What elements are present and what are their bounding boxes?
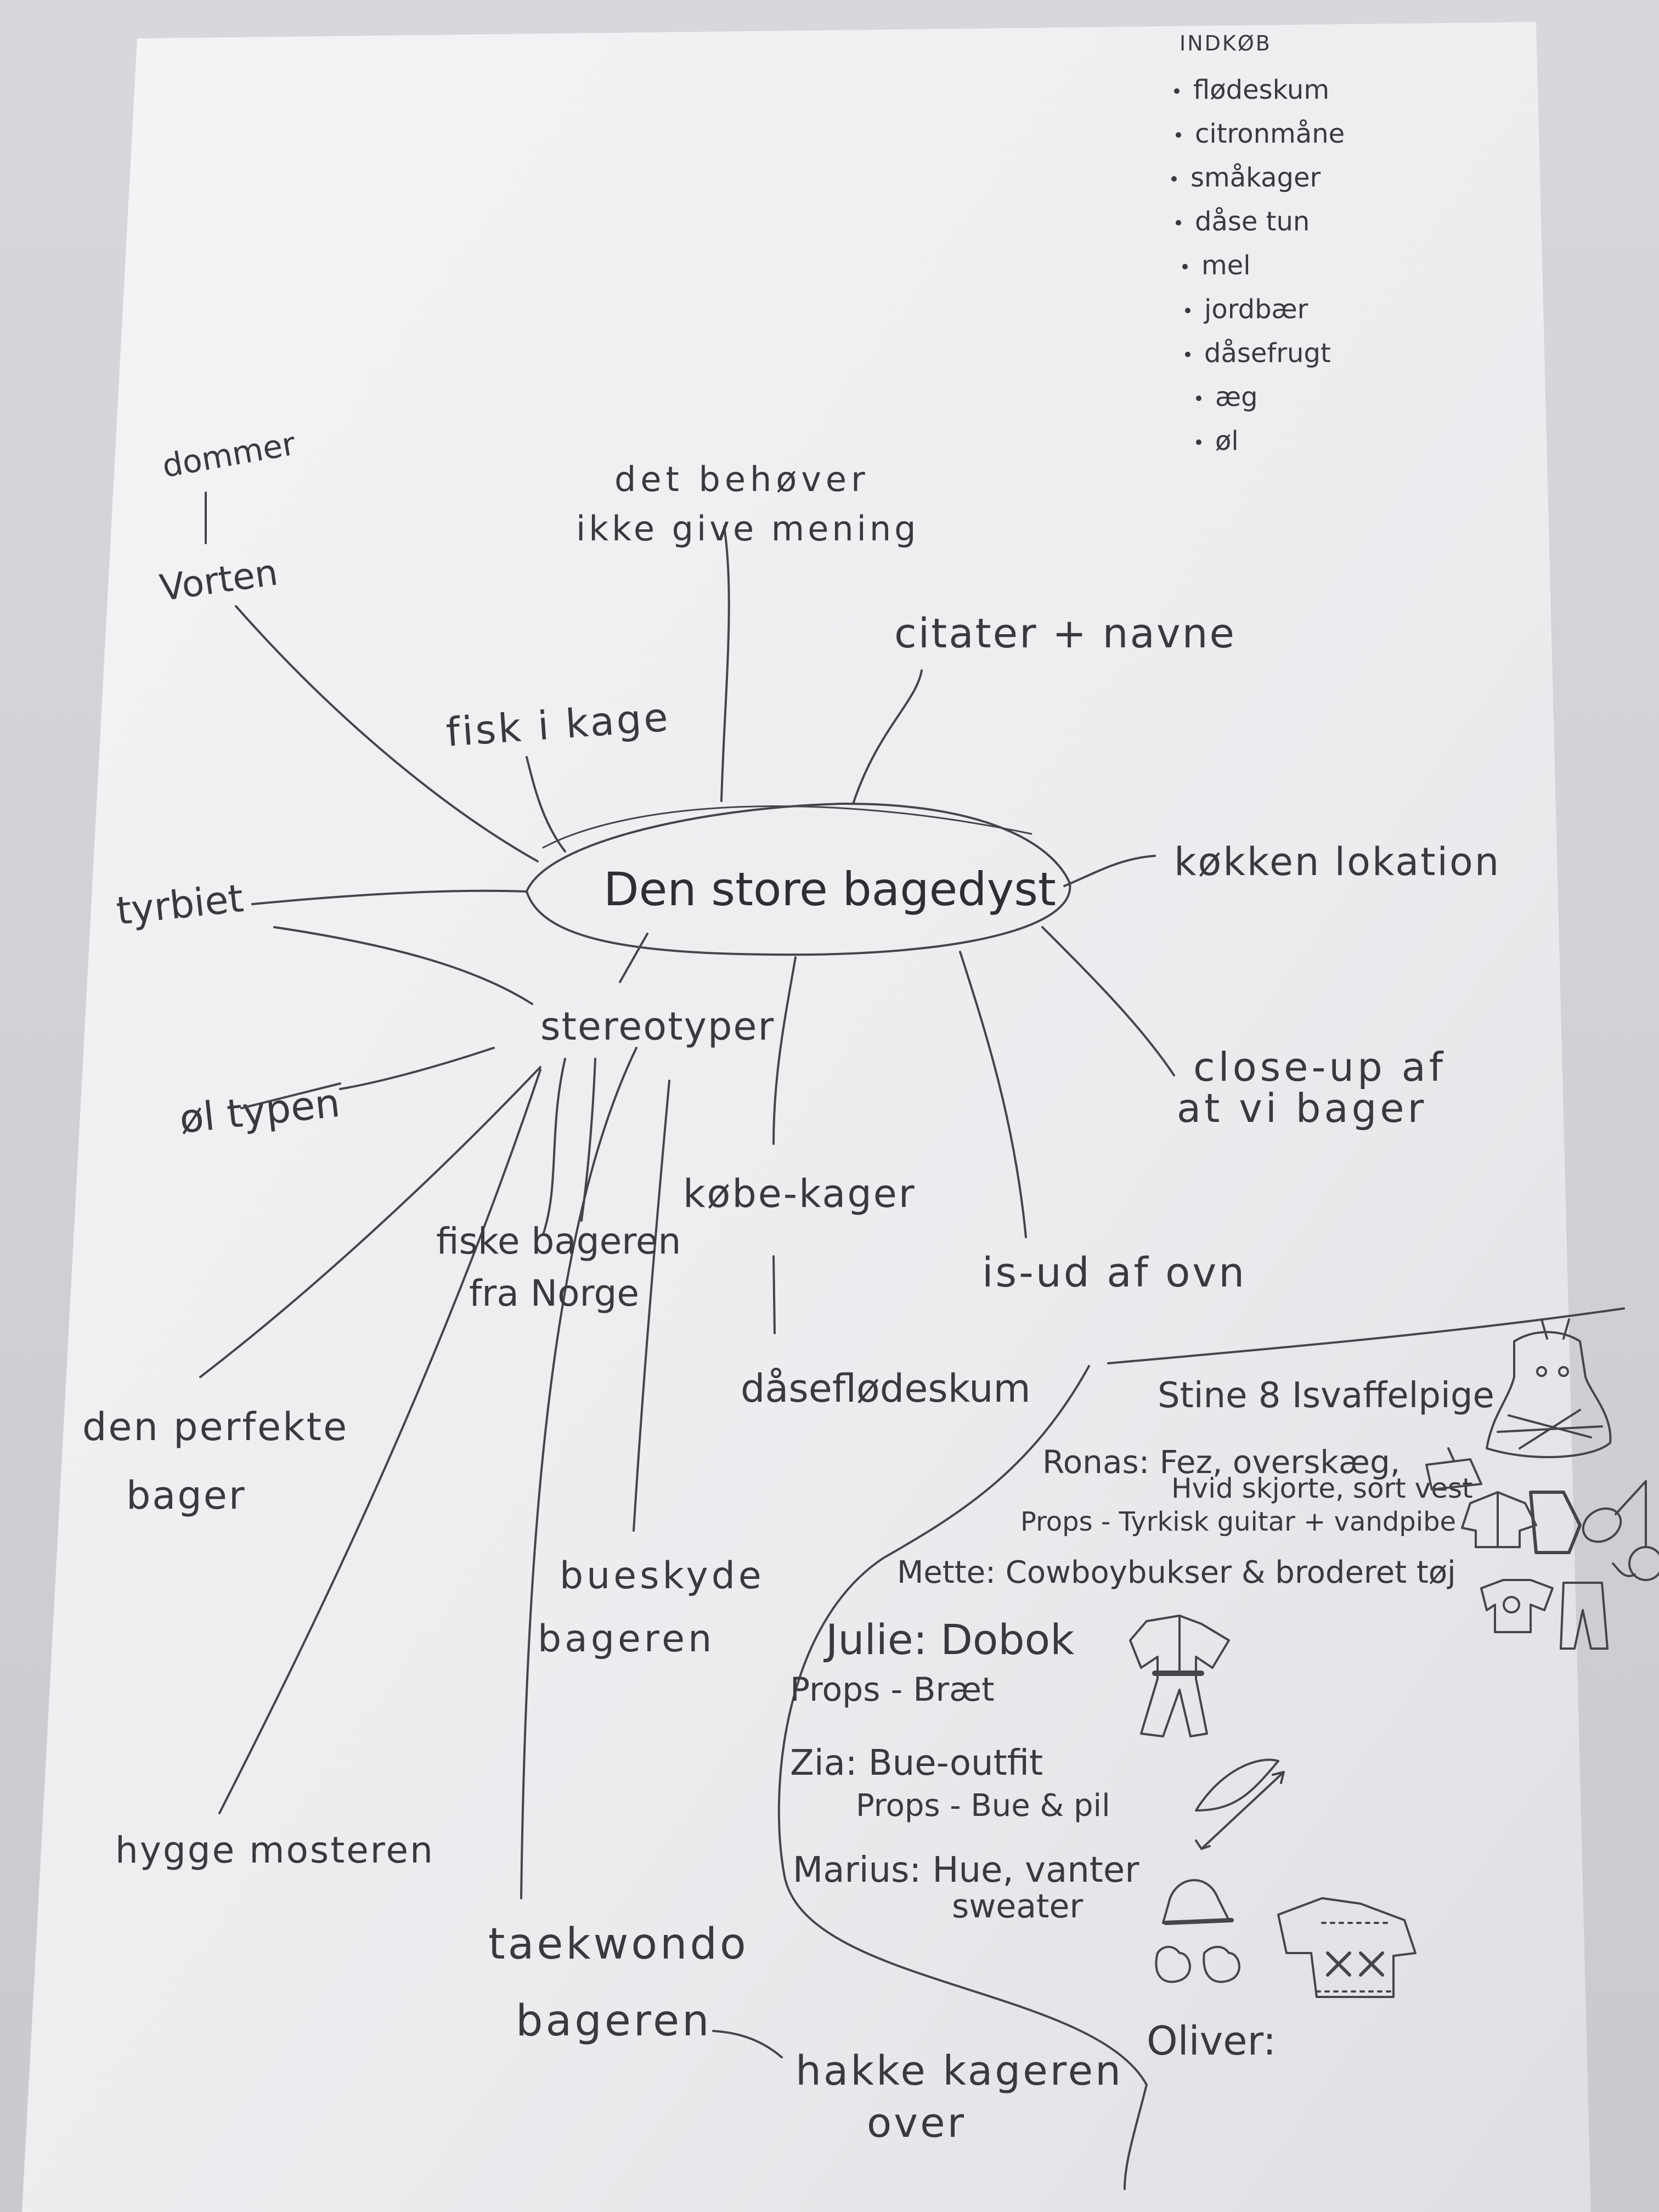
costume-divider-top xyxy=(1107,1307,1625,1364)
costume-section: Stine 8 Isvaffelpige Ronas: Fez, overskæ… xyxy=(777,1307,1659,2190)
shopping-item: flødeskum xyxy=(1193,75,1329,105)
shopping-list-title: INDKØB xyxy=(1180,31,1272,55)
connector-vorten xyxy=(235,605,539,862)
label-behover-2: ikke give mening xyxy=(576,509,919,549)
ice-cream-dress-doodle xyxy=(1486,1318,1612,1459)
label-closeup-1: close-up af xyxy=(1193,1044,1446,1090)
connector-hakke xyxy=(712,2030,783,2058)
center-label: Den store bagedyst xyxy=(603,862,1056,916)
connector-stereotyper xyxy=(619,933,648,983)
costume-mette: Mette: Cowboybukser & broderet tøj xyxy=(897,1555,1456,1590)
costume-divider-curve xyxy=(777,1365,1148,2190)
label-closeup-2: at vi bager xyxy=(1177,1085,1427,1131)
shopping-bullet xyxy=(1174,88,1180,94)
label-taekwondo-1: taekwondo xyxy=(488,1920,749,1969)
shopping-bullet xyxy=(1182,264,1188,269)
shopping-bullet xyxy=(1185,308,1190,313)
connector-fiske xyxy=(542,1058,566,1235)
bow-arrow-doodle xyxy=(1195,1758,1285,1850)
label-kobekager: købe-kager xyxy=(683,1171,916,1216)
label-behover-1: det behøver xyxy=(614,459,870,499)
shopping-item: citronmåne xyxy=(1195,119,1345,149)
connector-tyrbiet-stereotyper xyxy=(273,926,533,1005)
label-taekwondo-2: bageren xyxy=(516,1996,712,2046)
label-fiske-2: fra Norge xyxy=(469,1272,639,1314)
costume-oliver: Oliver: xyxy=(1147,2018,1276,2064)
costume-heading: Stine 8 Isvaffelpige xyxy=(1158,1375,1494,1416)
costume-zia-1: Zia: Bue-outfit xyxy=(790,1743,1043,1784)
connector-kobekager xyxy=(772,956,797,1145)
connector-perfekte xyxy=(199,1066,541,1378)
hat-mittens-doodle xyxy=(1155,1879,1240,1983)
label-bueskyde-2: bageren xyxy=(538,1617,715,1661)
shopping-bullet xyxy=(1196,439,1201,445)
shopping-item: jordbær xyxy=(1204,294,1308,325)
label-daseflodeskum: dåseflødeskum xyxy=(741,1366,1031,1411)
shirt-vest-doodle xyxy=(1461,1491,1582,1554)
costume-ronas-1: Ronas: Fez, overskæg, xyxy=(1042,1443,1400,1481)
costume-marius-1: Marius: Hue, vanter xyxy=(793,1850,1139,1891)
connector-isud xyxy=(959,951,1027,1238)
label-stereotyper: stereotyper xyxy=(540,1004,775,1049)
center-ellipse-overstroke xyxy=(542,805,1032,849)
connector-tyrbiet xyxy=(251,889,528,905)
center-ellipse xyxy=(526,803,1071,956)
connector-kokken xyxy=(1063,855,1156,887)
oltypen-strikethrough xyxy=(240,1082,341,1109)
label-citater: citater + navne xyxy=(894,610,1236,657)
shopping-item: dåsefrugt xyxy=(1204,338,1331,369)
connector-daseflodeskum xyxy=(772,1255,776,1334)
guitar-hookah-doodle xyxy=(1582,1480,1659,1581)
shopping-item: øl xyxy=(1215,426,1239,456)
connector-bueskyde xyxy=(633,1080,670,1532)
paper-surface xyxy=(22,22,1591,2212)
connector-taekwondo xyxy=(520,1047,637,1899)
shopping-list: INDKØB flødeskum citronmåne småkager dåse t… xyxy=(1171,31,1345,456)
label-perfekte-2: bager xyxy=(126,1473,246,1518)
mindmap-labels: dommer Vorten det behøver ikke give meni… xyxy=(82,425,1500,2147)
shopping-bullet xyxy=(1185,352,1190,357)
dobok-doodle xyxy=(1129,1615,1230,1737)
central-topic: Den store bagedyst xyxy=(526,803,1071,956)
connector-oltypen xyxy=(339,1047,495,1090)
label-bueskyde-1: bueskyde xyxy=(560,1554,765,1598)
costume-zia-2: Props - Bue & pil xyxy=(856,1788,1110,1824)
costume-julie-1: Julie: Dobok xyxy=(823,1615,1074,1664)
connector-behover xyxy=(720,526,730,802)
label-perfekte-1: den perfekte xyxy=(82,1404,348,1449)
sweater-doodle xyxy=(1277,1897,1417,1998)
shopping-bullet xyxy=(1176,220,1181,225)
fez-hat-doodle xyxy=(1425,1447,1482,1491)
costume-julie-2: Props - Bræt xyxy=(790,1671,995,1709)
label-fiske-1: fiske bageren xyxy=(436,1220,681,1262)
costume-ronas-2: Hvid skjorte, sort vest xyxy=(1171,1472,1473,1504)
shopping-item: småkager xyxy=(1190,162,1321,193)
connector-closeup xyxy=(1041,926,1175,1076)
shopping-bullet xyxy=(1176,132,1181,138)
cowboy-clothes-doodle xyxy=(1480,1579,1609,1650)
label-hakke-2: over xyxy=(867,2100,966,2147)
label-isud: is-ud af ovn xyxy=(982,1249,1246,1296)
mindmap-connectors xyxy=(199,492,1175,2058)
label-kokken: køkken lokation xyxy=(1174,839,1500,884)
connector-citater xyxy=(852,669,923,805)
shopping-item: dåse tun xyxy=(1195,206,1310,237)
label-hakke-1: hakke kageren xyxy=(795,2047,1123,2095)
shopping-bullet xyxy=(1171,176,1177,182)
costume-marius-2: sweater xyxy=(952,1887,1083,1926)
shopping-item: mel xyxy=(1201,250,1251,281)
shopping-item: æg xyxy=(1215,382,1258,413)
shopping-bullet xyxy=(1196,396,1201,401)
label-hygge: hygge mosteren xyxy=(115,1829,435,1871)
costume-ronas-3: Props - Tyrkisk guitar + vandpibe xyxy=(1020,1506,1456,1537)
connector-hygge xyxy=(218,1069,541,1814)
